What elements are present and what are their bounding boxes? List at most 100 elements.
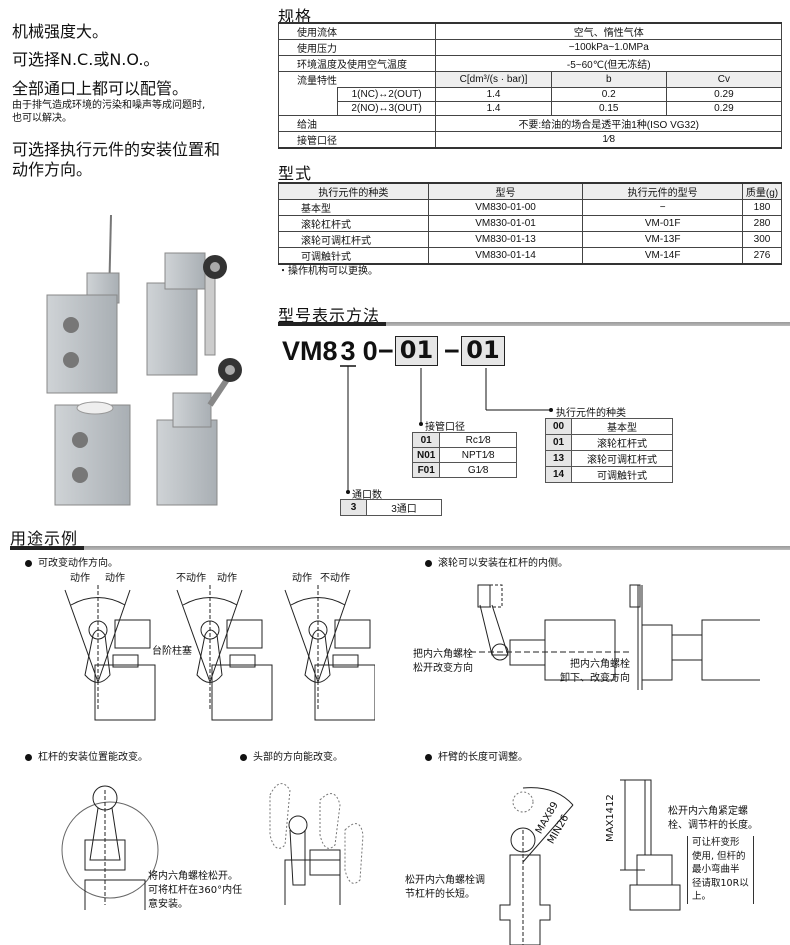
spec-table: 使用流体空气、惰性气体 使用压力−100kPa~1.0MPa 环境温度及使用空气… xyxy=(277,22,783,149)
value: 滚轮可调杠杆式 xyxy=(571,450,673,467)
note-text: 把内六角螺栓 xyxy=(570,659,630,670)
code-zero: 0 xyxy=(362,336,378,366)
label-no-action: 不动作 xyxy=(320,573,350,584)
ports-label: 通口数 xyxy=(352,490,382,501)
spec-label: 给油 xyxy=(277,115,437,132)
caption-text: 杠杆的安装位置能改变。 xyxy=(38,752,148,763)
feature-piping-note: 由于排气造成环境的污染和噪声等成问题时, xyxy=(12,100,206,111)
spec-label: 接管口径 xyxy=(277,131,437,149)
code-ports: 3 xyxy=(340,336,356,366)
bend-note: 可让杆变形 使用, 但杆的 最小弯曲半 径请取10R以 上。 xyxy=(687,836,754,904)
code-box-actuator: 01 xyxy=(461,336,505,366)
leader-lines xyxy=(340,365,553,494)
spec-label: 使用流体 xyxy=(277,22,437,40)
bullet-icon xyxy=(240,753,247,761)
table-row: 流量特性 C[dm³/(s · bar)] b Cv xyxy=(277,71,783,88)
note-text: 把内六角螺栓 xyxy=(413,649,473,660)
cell: VM-14F xyxy=(582,247,743,265)
label-action: 动作 xyxy=(217,573,237,584)
lever-length-diagram xyxy=(499,787,574,945)
flow-c: 1.4 xyxy=(435,87,552,102)
bullet-icon xyxy=(425,753,432,761)
code-dash: − xyxy=(378,336,394,366)
caption-text: 头部的方向能改变。 xyxy=(253,752,343,763)
title-underline xyxy=(278,322,386,326)
flow-cv: 0.29 xyxy=(665,87,783,102)
table-header: 执行元件的种类型号执行元件的型号质量(g) xyxy=(278,182,783,200)
cell: VM830-01-00 xyxy=(427,199,584,216)
flow-c: 1.4 xyxy=(435,101,552,116)
note-text: 节杠杆的长短。 xyxy=(405,889,475,900)
value: G1⁄8 xyxy=(439,462,517,478)
cell: − xyxy=(582,199,743,216)
feature-nc-no: 可选择N.C.或N.O.。 xyxy=(12,50,160,69)
code: 01 xyxy=(545,434,572,451)
direction-diagram xyxy=(64,585,375,721)
flow-b: 0.2 xyxy=(550,87,667,102)
value: 基本型 xyxy=(571,418,673,435)
label-action: 动作 xyxy=(70,573,90,584)
lever-position-diagram xyxy=(61,785,159,910)
product-photo xyxy=(46,214,242,506)
cell: 276 xyxy=(741,247,783,265)
caption-text: 杆臂的长度可调整。 xyxy=(438,752,528,763)
bullet-icon xyxy=(25,559,32,567)
flow-header: b xyxy=(550,71,667,88)
note-text: 最小弯曲半 xyxy=(692,864,740,875)
col-header: 执行元件的型号 xyxy=(582,182,743,200)
title-underline xyxy=(10,546,84,550)
section-rule xyxy=(84,546,790,550)
port-size-label: 接管口径 xyxy=(425,422,465,433)
value: NPT1⁄8 xyxy=(439,447,517,463)
cell: VM-01F xyxy=(582,215,743,232)
bullet-icon xyxy=(425,559,432,567)
usage-caption-3: 杠杆的安装位置能改变。 xyxy=(25,751,148,764)
spec-title: 规格 xyxy=(278,7,313,26)
col-header: 执行元件的种类 xyxy=(278,182,429,200)
models-title: 型式 xyxy=(278,164,313,183)
cell: 180 xyxy=(741,199,783,216)
code: 3 xyxy=(340,499,367,516)
flow-path: 1(NC)↔2(OUT) xyxy=(336,87,437,102)
dim-max-rod: MAX1412 xyxy=(605,794,616,842)
note-text: 可让杆变形 xyxy=(692,837,740,848)
feature-strength: 机械强度大。 xyxy=(12,22,109,41)
code: 01 xyxy=(411,432,441,448)
label-action: 动作 xyxy=(292,573,312,584)
head-direction-diagram xyxy=(269,783,364,905)
code: N01 xyxy=(411,447,441,463)
note-text: 径请取10R以 xyxy=(692,877,749,889)
usage-caption-5: 杆臂的长度可调整。 xyxy=(425,751,528,764)
spec-value: 1⁄8 xyxy=(435,131,782,149)
section-rule xyxy=(386,322,790,326)
cell: 滚轮杠杆式 xyxy=(278,215,429,232)
spec-label: 环境温度及使用空气温度 xyxy=(277,55,437,72)
spec-value: −100kPa~1.0MPa xyxy=(435,39,782,56)
cell: VM-13F xyxy=(582,231,743,248)
cell: VM830-01-13 xyxy=(427,231,584,248)
code-prefix: VM8 xyxy=(282,336,338,366)
col-header: 型号 xyxy=(427,182,584,200)
note-text: 松开改变方向 xyxy=(413,663,473,674)
caption-text: 滚轮可以安装在杠杆的内侧。 xyxy=(438,558,568,569)
spec-label: 使用压力 xyxy=(277,39,437,56)
label-step-plunger: 台阶柱塞 xyxy=(152,646,192,657)
rod-length-diagram xyxy=(620,779,681,911)
bullet-icon xyxy=(25,753,32,761)
flow-cv: 0.29 xyxy=(665,101,783,116)
feature-piping: 全部通口上都可以配管。 xyxy=(12,79,189,98)
flow-path: 2(NO)↔3(OUT) xyxy=(336,101,437,116)
